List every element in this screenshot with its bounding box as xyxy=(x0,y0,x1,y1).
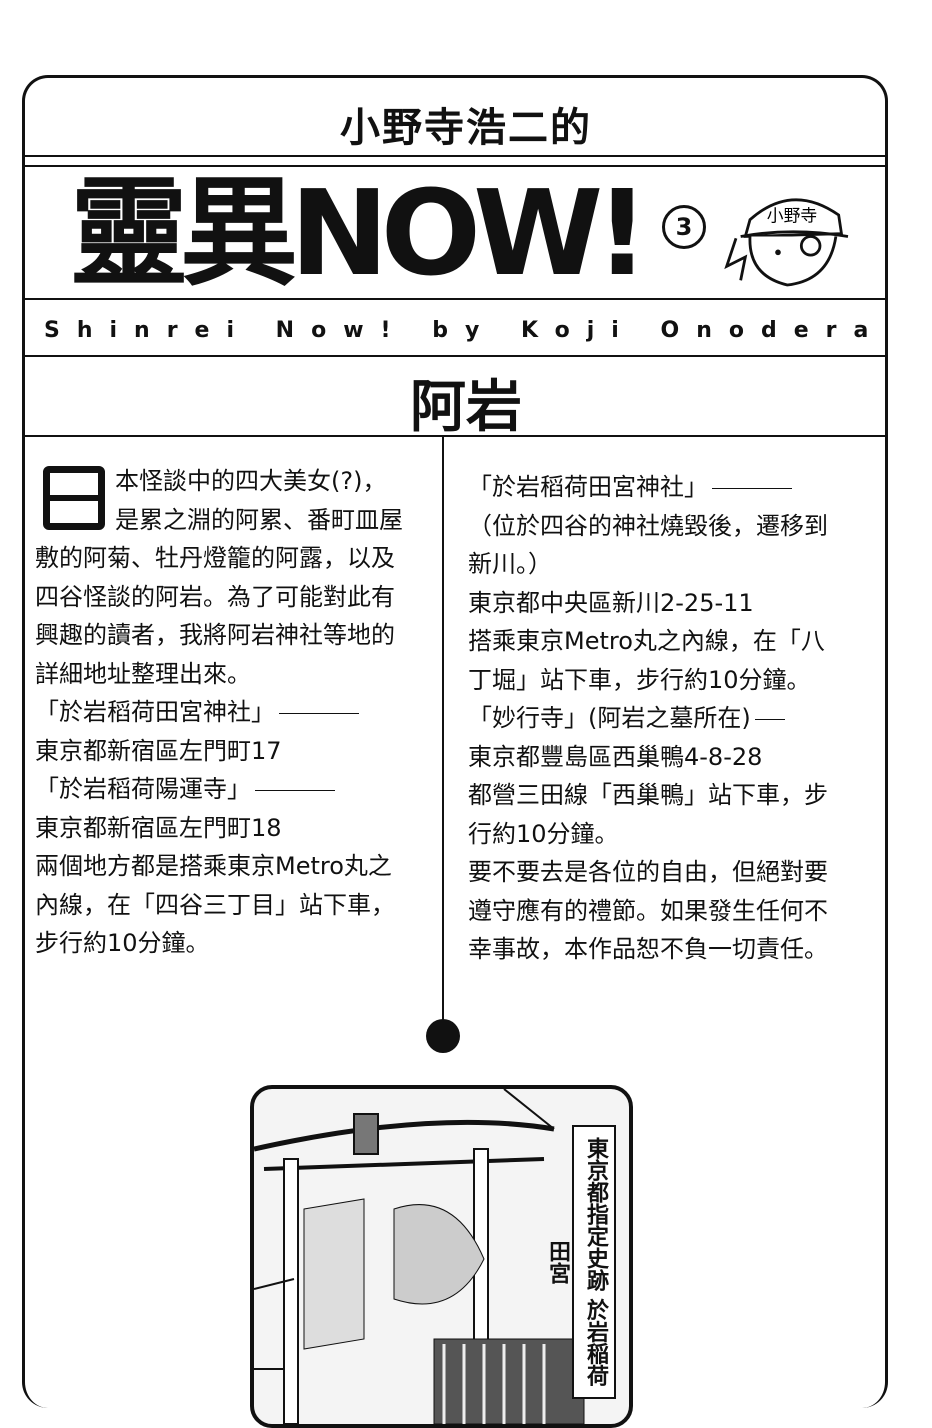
divider xyxy=(22,435,885,437)
left-column: 本怪談中的四大美女(?)， 是累之淵的阿累、番町皿屋 敷的阿菊、牡丹燈籠的阿露，… xyxy=(35,462,435,963)
text-line: 「於岩稻荷田宮神社」 xyxy=(468,468,868,507)
text-line: （位於四谷的神社燒毀後，遷移到 xyxy=(468,511,828,540)
text-line: 內線，在「四谷三丁目」站下車， xyxy=(35,890,395,919)
text-line: 詳細地址整理出來。 xyxy=(35,659,251,688)
text-line: 是累之淵的阿累、番町皿屋 xyxy=(115,505,403,534)
text-line: 丁堀」站下車，步行約10分鐘。 xyxy=(468,665,811,694)
mascot-cap-text: 小野寺 xyxy=(767,206,817,226)
text-line: 東京都中央區新川2-25-11 xyxy=(468,588,754,617)
text-line: 東京都新宿區左門町18 xyxy=(35,813,282,842)
text-line: 敷的阿菊、牡丹燈籠的阿露，以及 xyxy=(35,544,395,572)
mascot-illustration: 小野寺 xyxy=(724,198,849,287)
text-line: 東京都豐島區西巢鴨4-8-28 xyxy=(468,742,763,771)
volume-badge: 3 xyxy=(662,205,706,249)
column-divider xyxy=(442,436,444,1036)
text-line: 新川。） xyxy=(468,550,552,578)
divider xyxy=(22,355,885,357)
text-line: 行約10分鐘。 xyxy=(468,819,619,848)
divider xyxy=(22,165,885,167)
drop-cap xyxy=(43,466,105,530)
text-line: 四谷怪談的阿岩。為了可能對此有 xyxy=(35,582,395,611)
right-column: 「於岩稻荷田宮神社」 （位於四谷的神社燒毀後，遷移到 新川。） 東京都中央區新川… xyxy=(468,468,868,969)
author-line: 小野寺浩二的 xyxy=(340,105,592,151)
page-frame xyxy=(22,75,888,1408)
text-line: 搭乘東京Metro丸之內線，在「八 xyxy=(468,627,825,655)
torii-gate-drawing xyxy=(254,1089,585,1424)
text-line: 本怪談中的四大美女(?)， xyxy=(115,467,387,495)
text-line: 步行約10分鐘。 xyxy=(35,929,210,957)
text-line: 兩個地方都是搭乘東京Metro丸之 xyxy=(35,852,392,880)
shrine-sign: 東京都指定史跡 於岩稲荷田宮 xyxy=(545,1125,616,1399)
series-title: 靈異NOW! xyxy=(70,164,649,302)
shrine-illustration xyxy=(250,1085,633,1428)
text-line: 要不要去是各位的自由，但絕對要 xyxy=(468,858,828,886)
divider xyxy=(22,298,885,300)
section-heading: 阿岩 xyxy=(410,375,522,440)
subtitle: Shinrei Now! by Koji Onodera xyxy=(44,318,886,343)
text-line: 都營三田線「西巢鴨」站下車，步 xyxy=(468,781,828,809)
text-line: 「於岩稻荷陽運寺」 xyxy=(35,770,435,809)
text-line: 幸事故，本作品恕不負一切責任。 xyxy=(468,935,828,963)
text-line: 興趣的讀者，我將阿岩神社等地的 xyxy=(35,621,395,649)
text-line: 「於岩稻荷田宮神社」 xyxy=(35,693,435,732)
divider-dot xyxy=(426,1019,460,1053)
text-line: 「妙行寺」(阿岩之墓所在) xyxy=(468,699,868,738)
text-line: 遵守應有的禮節。如果發生任何不 xyxy=(468,896,828,925)
divider xyxy=(22,155,885,157)
text-line: 東京都新宿區左門町17 xyxy=(35,736,282,765)
